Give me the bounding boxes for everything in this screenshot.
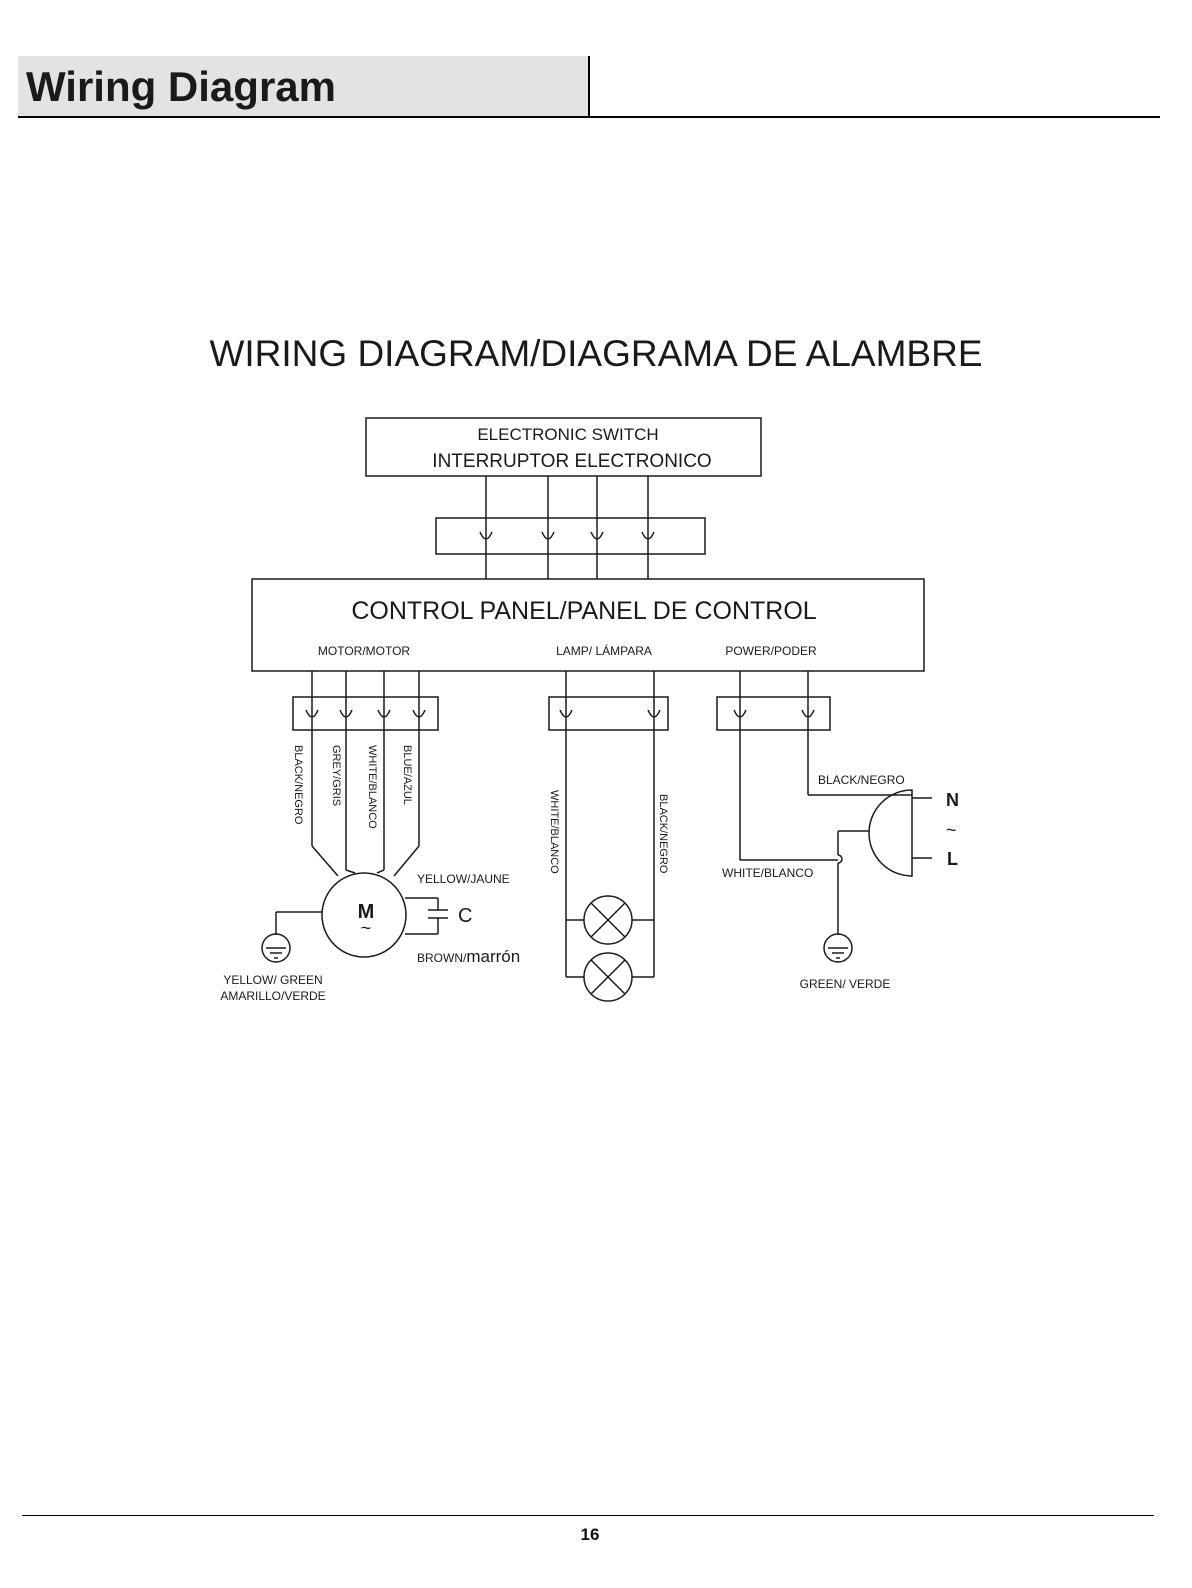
motor-ground-label-es: AMARILLO/VERDE [220, 989, 325, 1003]
lamp-circuit [548, 671, 669, 1002]
header-rule [18, 116, 1160, 118]
switch-label-es: INTERRUPTOR ELECTRONICO [432, 451, 711, 472]
lamp-wire-black: BLACK/NEGRO [657, 794, 669, 874]
header-divider [588, 56, 590, 118]
power-wire-white: WHITE/BLANCO [722, 866, 813, 880]
lamp-output-label: LAMP/ LÁMPARA [556, 643, 652, 658]
page-title: Wiring Diagram [26, 63, 336, 110]
power-wire-black: BLACK/NEGRO [818, 773, 905, 787]
diagram-title: WIRING DIAGRAM/DIAGRAMA DE ALAMBRE [209, 333, 982, 374]
switch-connector [435, 476, 706, 579]
motor-symbol-ac: ~ [361, 918, 372, 938]
page-number: 16 [580, 1525, 600, 1544]
motor-ground-label-en: YELLOW/ GREEN [223, 973, 322, 987]
ac-label: ~ [946, 820, 957, 840]
power-circuit [716, 671, 932, 963]
neutral-label: N [946, 790, 959, 810]
footer-rule [22, 1515, 1154, 1516]
switch-label-en: ELECTRONIC SWITCH [477, 425, 658, 444]
motor-output-label: MOTOR/MOTOR [318, 644, 411, 658]
motor-wire-blue: BLUE/AZUL [401, 745, 413, 805]
capacitor-wire-brown: BROWN/marrón [417, 947, 520, 966]
capacitor-label: C [458, 905, 472, 927]
header-band [18, 56, 589, 116]
motor-wire-white: WHITE/BLANCO [366, 745, 378, 829]
control-panel-label: CONTROL PANEL/PANEL DE CONTROL [351, 597, 816, 625]
line-label: L [947, 849, 958, 869]
motor-wire-black: BLACK/NEGRO [292, 745, 304, 825]
motor-wire-grey: GREY/GRIS [330, 745, 342, 806]
motor-symbol-m: M [358, 901, 375, 923]
motor-symbol [261, 872, 448, 963]
capacitor-wire-yellow: YELLOW/JAUNE [417, 872, 510, 886]
lamp-wire-white: WHITE/BLANCO [548, 790, 560, 874]
power-output-label: POWER/PODER [725, 644, 817, 658]
control-panel [251, 578, 925, 672]
electronic-switch [365, 417, 762, 477]
motor-connector [292, 671, 439, 877]
power-ground-label: GREEN/ VERDE [800, 977, 891, 991]
